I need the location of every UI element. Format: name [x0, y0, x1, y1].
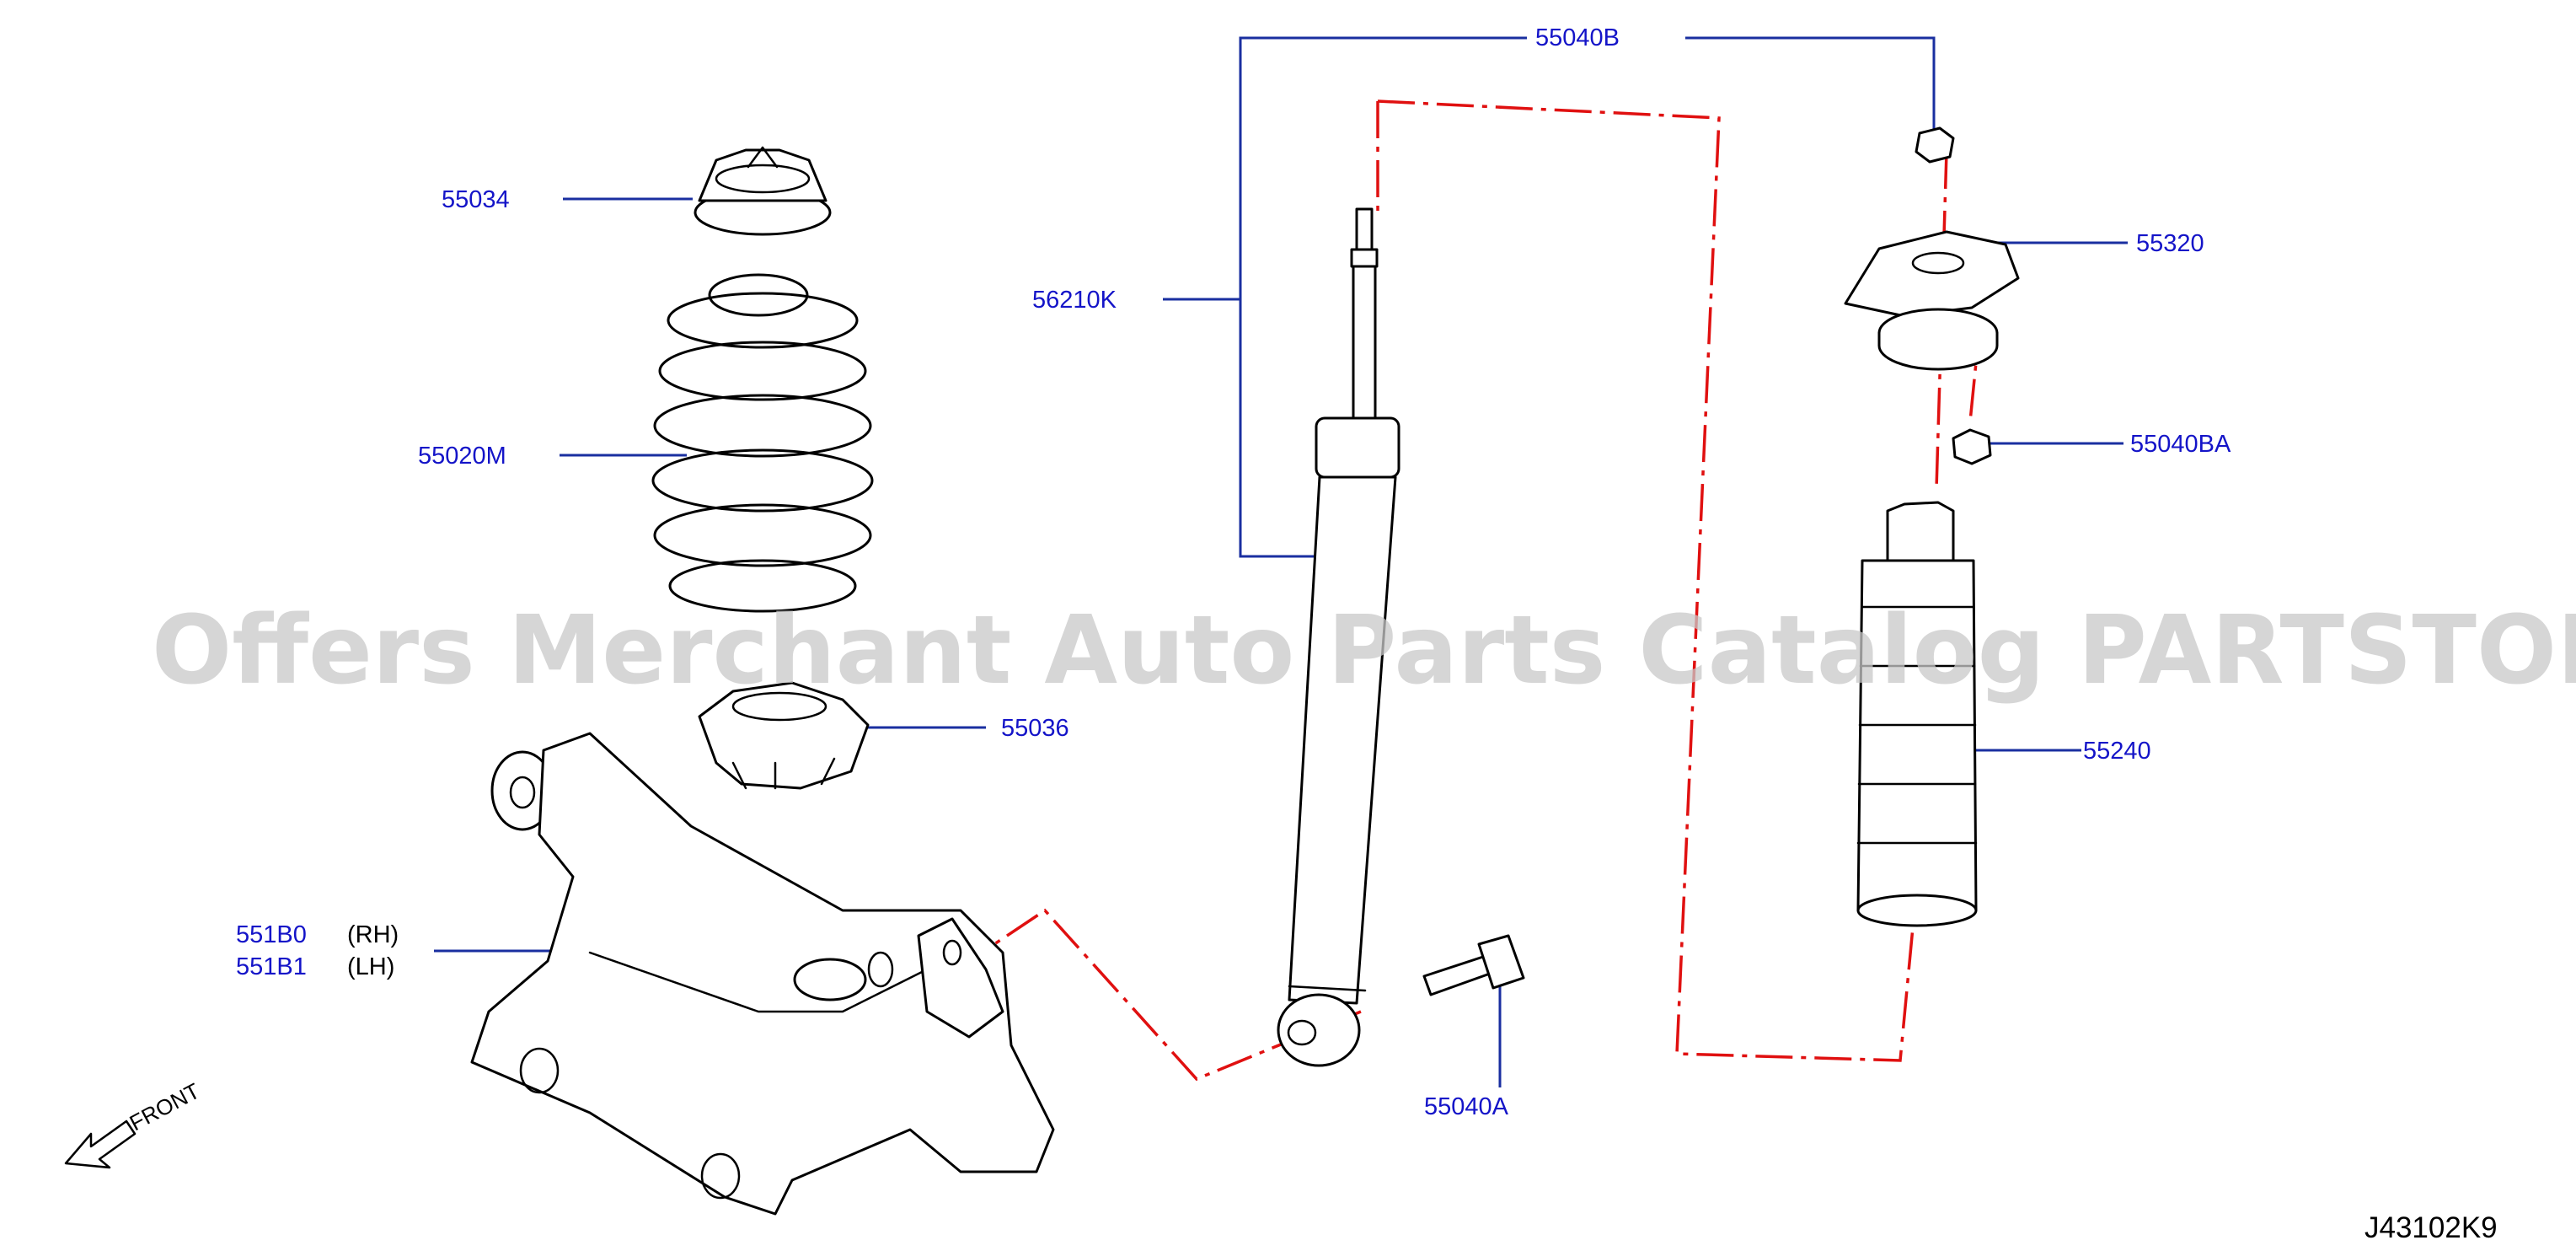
upper-mount [1844, 230, 2020, 371]
callout-55036[interactable]: 55036 [1001, 715, 1069, 742]
callout-55020M[interactable]: 55020M [418, 443, 506, 470]
callout-55240[interactable]: 55240 [2083, 738, 2151, 765]
assembly-lines [968, 99, 1982, 1082]
dust-boot [1856, 501, 1978, 927]
watermark: Offers Merchant Auto Parts Catalog PARTS… [152, 596, 2576, 706]
callout-55320[interactable]: 55320 [2136, 230, 2204, 257]
upper-spring-seat [694, 146, 832, 236]
callout-56210K[interactable]: 56210K [1032, 287, 1117, 314]
callout-551B0[interactable]: 551B0 [236, 921, 307, 948]
side-label-rh: (RH) [347, 921, 399, 948]
suspension-member [470, 732, 1055, 1216]
lower-spring-seat [698, 681, 870, 790]
front-arrow-icon [64, 1119, 137, 1169]
shock-absorber [1277, 207, 1400, 1067]
callout-55034[interactable]: 55034 [442, 186, 510, 213]
side-label-lh: (LH) [347, 953, 394, 980]
callout-55040A[interactable]: 55040A [1424, 1093, 1509, 1120]
mounting-bolt [1422, 934, 1525, 996]
lower-nut [1952, 428, 1992, 465]
upper-nut [1915, 126, 1955, 164]
callout-55040BA[interactable]: 55040BA [2130, 431, 2231, 458]
callout-551B1[interactable]: 551B1 [236, 953, 307, 980]
front-label: FRONT [126, 1078, 204, 1136]
callout-55040B[interactable]: 55040B [1535, 24, 1620, 51]
coil-spring [651, 273, 874, 613]
diagram-code: J43102K9 [2364, 1211, 2498, 1244]
